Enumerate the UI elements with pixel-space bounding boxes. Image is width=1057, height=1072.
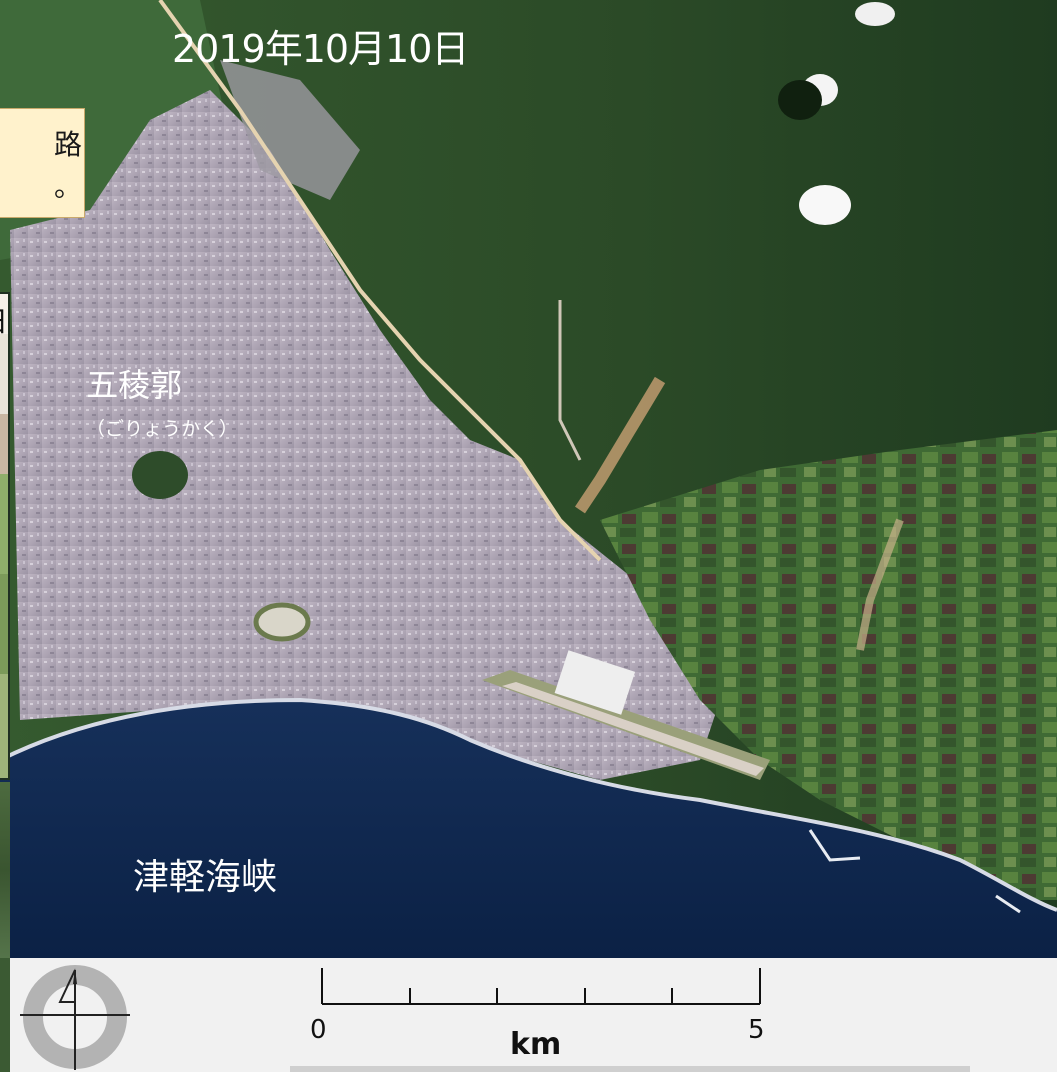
annotation-line-1: 路	[53, 128, 82, 161]
map-footer	[0, 958, 1057, 1072]
coastline	[0, 697, 1057, 912]
inset-map-lower	[0, 782, 10, 958]
road	[158, 0, 602, 562]
image-date-label: 2019年10月10日	[172, 27, 469, 71]
urban-north-strip	[220, 60, 360, 200]
harbor-pier	[808, 829, 861, 862]
inset-map-footer-strip	[0, 958, 10, 1072]
place-label-goryokaku: 五稜郭	[86, 366, 183, 404]
horizontal-scrollbar[interactable]	[290, 1066, 970, 1072]
cloud	[799, 185, 851, 225]
sea-label-tsugaru-strait: 津軽海峡	[133, 857, 278, 898]
scale-unit-label: km	[510, 1027, 562, 1062]
scale-bar	[321, 968, 761, 1005]
valley-streak	[575, 376, 666, 514]
inset-map-panel: 日	[0, 292, 10, 780]
annotation-line-2: 。	[53, 170, 82, 203]
racecourse	[253, 602, 311, 642]
farmland	[600, 430, 1057, 900]
place-reading-goryokaku: （ごりょうかく）	[86, 418, 239, 440]
cloud	[855, 2, 895, 26]
scale-end-label: 5	[748, 1015, 765, 1045]
park-goryokaku	[132, 451, 188, 499]
cloud-shadow	[778, 80, 822, 120]
road	[558, 300, 582, 461]
airport	[482, 650, 770, 780]
harbor-pier	[995, 894, 1021, 914]
annotation-note-box: 路 。	[0, 108, 85, 218]
urban-area	[10, 90, 720, 780]
satellite-map	[0, 0, 1057, 958]
valley-streak	[856, 518, 904, 651]
north-arrow-icon	[20, 965, 130, 1070]
inset-label: 日	[0, 300, 8, 340]
tsugaru-strait-sea	[0, 700, 1057, 958]
scale-start-label: 0	[310, 1015, 327, 1045]
